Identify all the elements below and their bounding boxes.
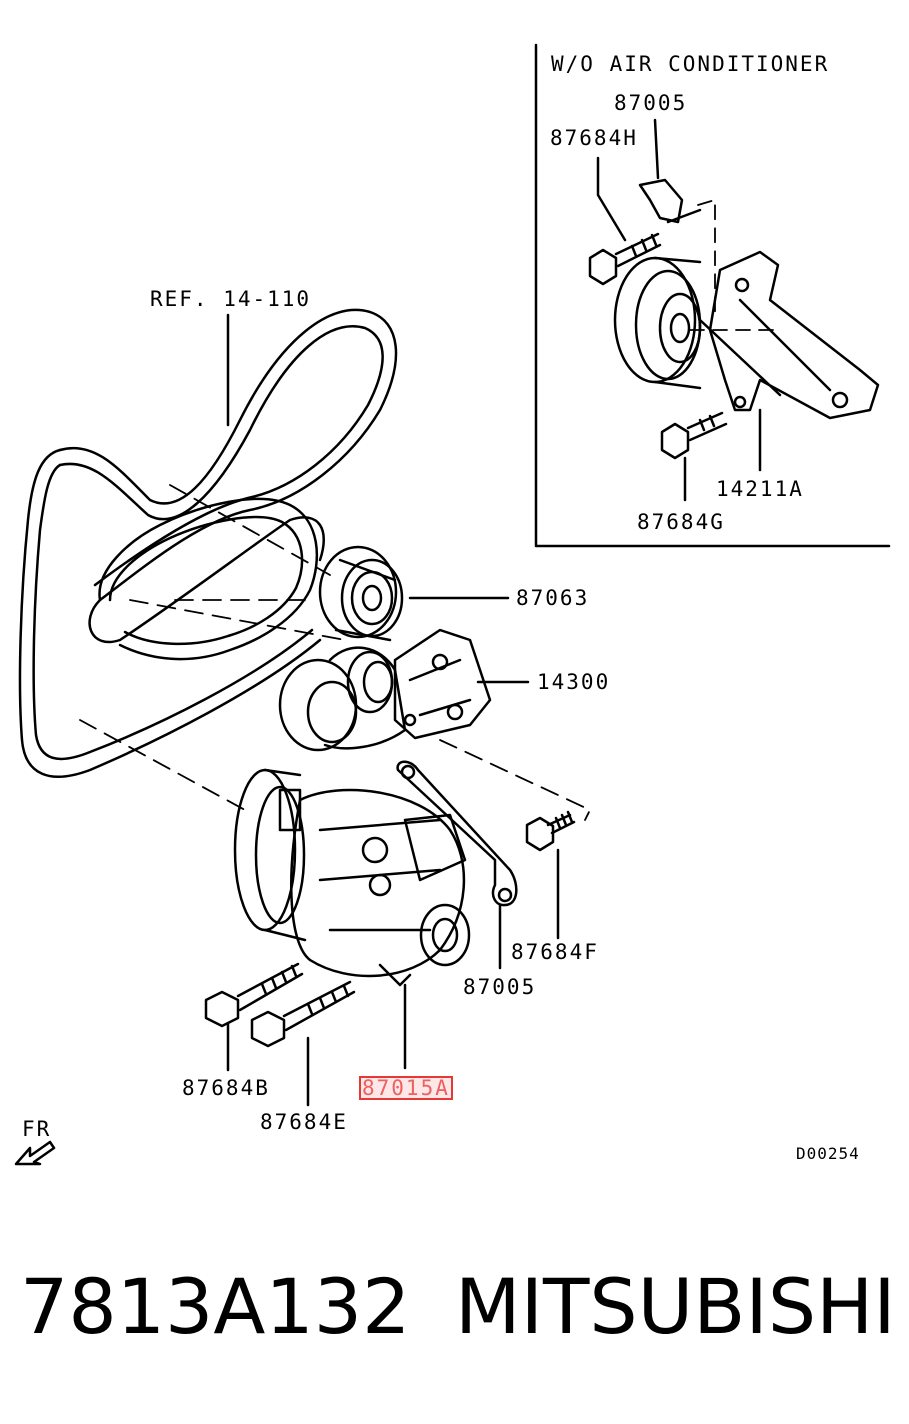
bolt-87684f [525, 810, 576, 852]
idler-pulley [318, 545, 404, 642]
label-87063[interactable]: 87063 [516, 586, 590, 610]
compressor [233, 768, 471, 987]
label-87015a-highlighted[interactable]: 87015A [359, 1076, 453, 1100]
label-87684f[interactable]: 87684F [511, 940, 599, 964]
footer-brand: MITSUBISHI [455, 1262, 896, 1351]
label-87684g[interactable]: 87684G [637, 510, 725, 534]
parts-diagram [14, 43, 891, 1166]
label-belt-ref[interactable]: REF. 14-110 [150, 287, 312, 311]
drive-belt [18, 308, 398, 778]
inset-bracket [698, 250, 880, 420]
inset-clip-87005 [638, 178, 702, 224]
bolt-87684b [204, 962, 304, 1028]
label-87005[interactable]: 87005 [463, 975, 537, 999]
label-inset-87005[interactable]: 87005 [614, 91, 688, 115]
bracket-87005 [396, 760, 518, 907]
bolt-87684e [250, 980, 356, 1048]
label-87684h[interactable]: 87684H [550, 126, 638, 150]
front-arrow-icon [14, 1140, 56, 1166]
tensioner [278, 628, 492, 752]
label-14300[interactable]: 14300 [537, 670, 611, 694]
label-87684e[interactable]: 87684E [260, 1110, 348, 1134]
inset-bolt-87684h [588, 232, 662, 286]
drawing-code: D00254 [796, 1144, 860, 1163]
label-14211a[interactable]: 14211A [716, 477, 804, 501]
footer-part-number: 7813A132 [20, 1262, 411, 1351]
front-indicator-label: FR [22, 1117, 52, 1141]
inset-title: W/O AIR CONDITIONER [551, 52, 830, 76]
inset-bolt-87684g [660, 411, 728, 460]
inset-frame [534, 43, 891, 548]
label-87684b[interactable]: 87684B [182, 1076, 270, 1100]
inset-pulley [613, 256, 702, 390]
